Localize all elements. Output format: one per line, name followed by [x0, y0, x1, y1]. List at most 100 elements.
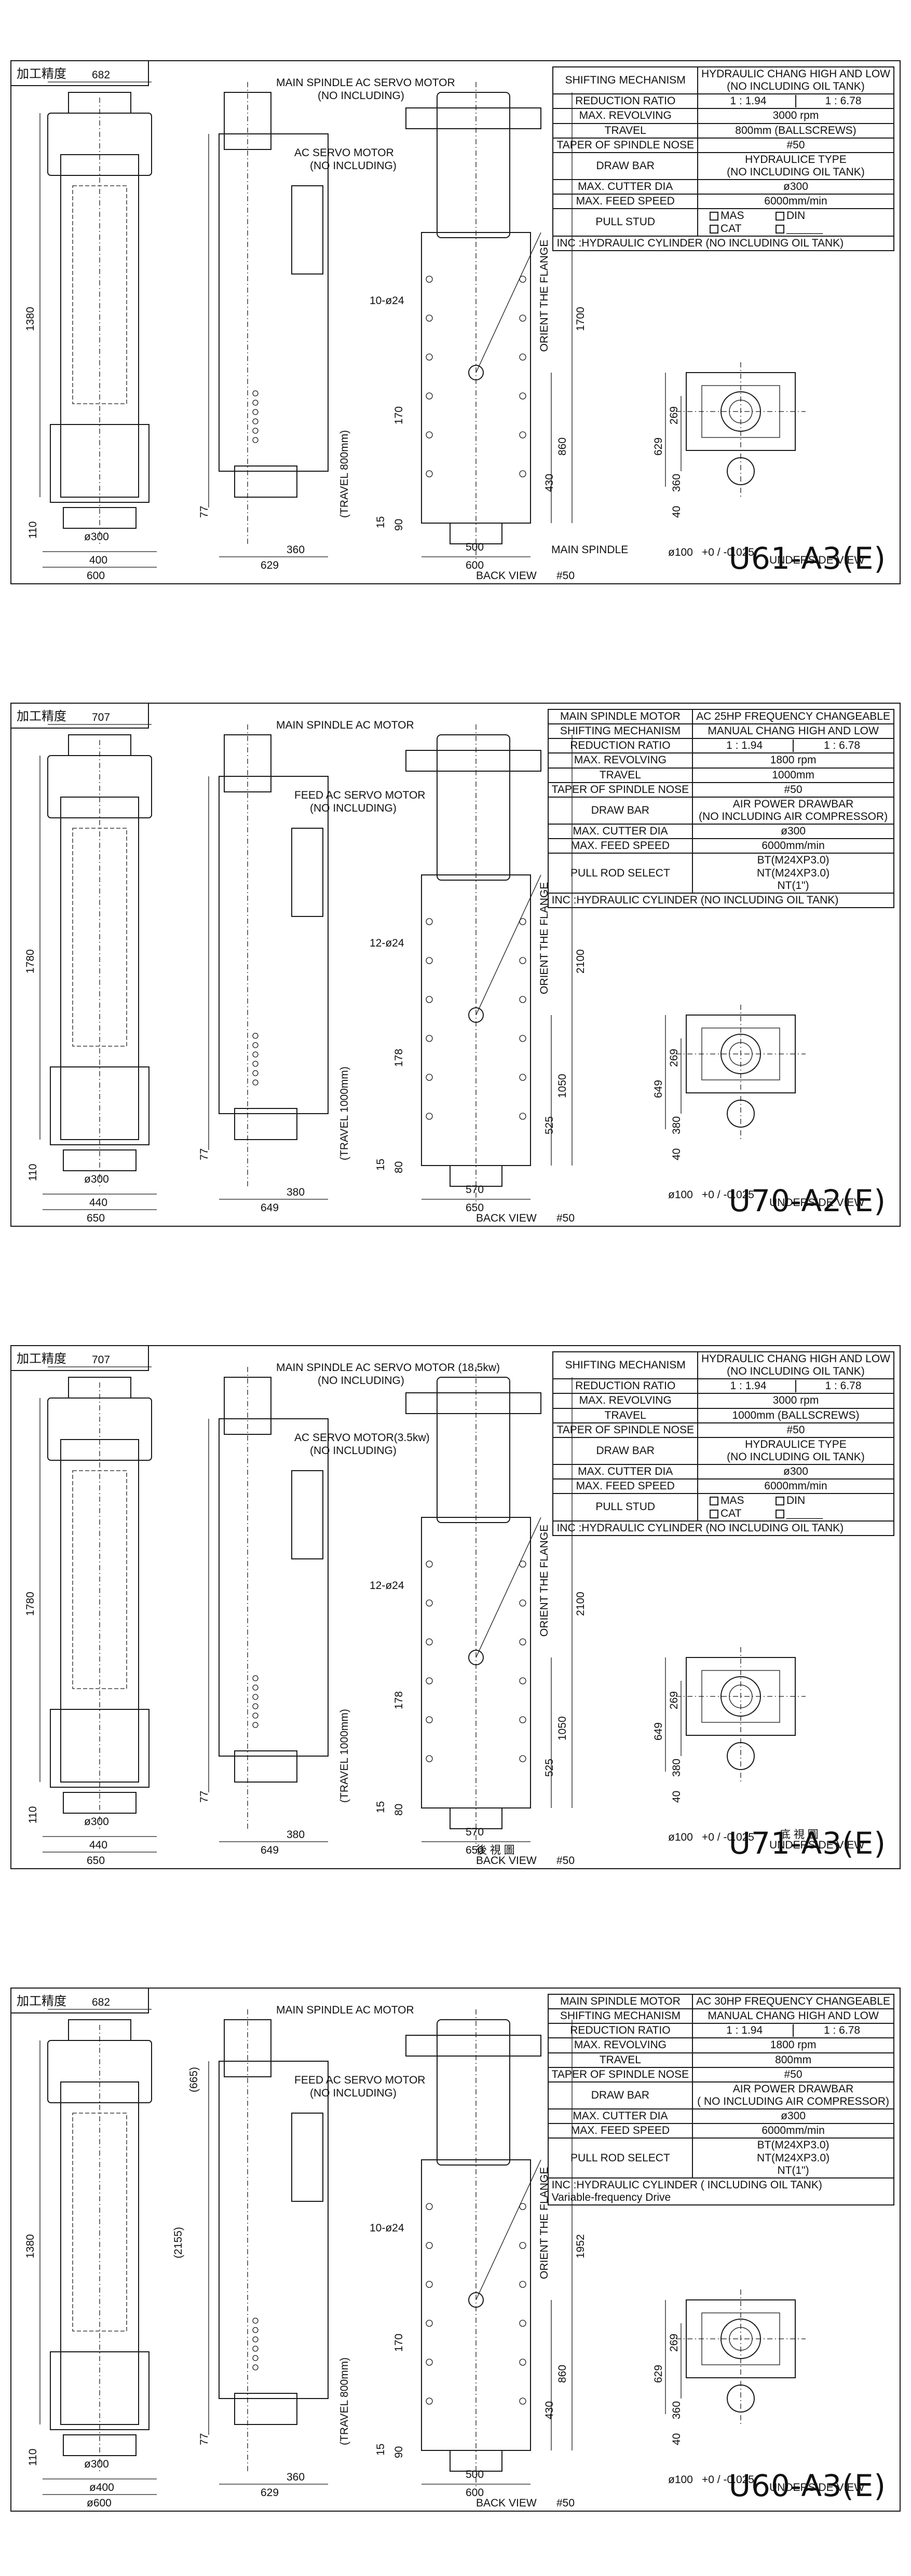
back-view-label: BACK VIEW — [476, 2497, 537, 2509]
spec-value: 3000 rpm — [697, 108, 895, 124]
spec-value-line: NT(M24XP3.0) — [757, 2152, 830, 2164]
spec-value: 3000 rpm — [697, 1393, 895, 1409]
spec-value-line: HYDRAULIC CHANG HIGH AND LOW — [701, 1353, 890, 1365]
holes-label: 10-ø24 — [370, 295, 404, 307]
spec-value-line: 1000mm — [772, 769, 814, 781]
servo-motor-label: FEED AC SERVO MOTOR — [294, 789, 426, 801]
spec-value: #50 — [692, 2066, 894, 2082]
dim-side-360: 380 — [287, 1186, 305, 1198]
spec-value: BT(M24XP3.0)NT(M24XP3.0)NT(1") — [692, 2137, 894, 2178]
front-view — [39, 724, 157, 1210]
spec-note-text: INC :HYDRAULIC CYLINDER (NO INCLUDING OI… — [556, 1522, 844, 1534]
head-drawing — [39, 81, 806, 568]
option-checkbox[interactable] — [775, 212, 784, 221]
dim-spindle-dia: ø300 — [84, 1173, 109, 1185]
option-label: ______ — [786, 1507, 823, 1519]
spec-label: MAX. FEED SPEED — [552, 1478, 698, 1495]
servo-motor-note: (NO INCLUDING) — [310, 1445, 397, 1457]
underside-view-label: UNDERSIDE VIEW — [769, 554, 865, 566]
spec-label: SHIFTING MECHANISM — [547, 723, 694, 739]
spec-value-line: AIR POWER DRAWBAR — [732, 798, 854, 810]
spec-value: 6000mm/min — [692, 838, 894, 854]
dim-under-360: 360 — [671, 473, 683, 492]
option-checkbox[interactable] — [709, 212, 718, 221]
dim-back-500: 500 — [466, 541, 484, 553]
spec-value: 1800 rpm — [692, 2037, 894, 2053]
spec-label: SHIFTING MECHANISM — [547, 2008, 694, 2024]
dim-main-height: 1380 — [24, 307, 36, 331]
underside-view-label: UNDERSIDE VIEW — [769, 1197, 865, 1209]
option-label: DIN — [786, 1495, 806, 1507]
spec-value: BT(M24XP3.0)NT(M24XP3.0)NT(1") — [692, 853, 894, 894]
spindle-nose-label: #50 — [556, 570, 575, 582]
dim-under-360: 380 — [671, 1758, 683, 1777]
back-view — [405, 82, 573, 559]
spec-note: INC :HYDRAULIC CYLINDER (NO INCLUDING OI… — [552, 1520, 894, 1536]
spec-label: REDUCTION RATIO — [552, 93, 698, 109]
spec-value-line: 6000mm/min — [762, 840, 825, 852]
spec-value: ø300 — [697, 1464, 895, 1480]
option-checkbox[interactable] — [775, 1497, 784, 1506]
spec-row: TAPER OF SPINDLE NOSE#50 — [547, 2066, 894, 2082]
spec-label: PULL ROD SELECT — [547, 853, 694, 894]
dim-h90: 90 — [393, 518, 405, 531]
option-label: MAS — [720, 210, 744, 222]
spec-value-line: HYDRAULICE TYPE — [745, 153, 847, 166]
spec-label: MAX. CUTTER DIA — [547, 824, 694, 840]
dim-h77: 77 — [198, 505, 210, 518]
spec-value: MAS DIN CAT ______ — [697, 1493, 895, 1522]
option-checkbox[interactable] — [775, 224, 784, 234]
spec-label: MAX. CUTTER DIA — [552, 1464, 698, 1480]
spec-value: MANUAL CHANG HIGH AND LOW — [692, 2008, 894, 2024]
spec-value-line: BT(M24XP3.0) — [757, 2139, 830, 2152]
spec-label: TAPER OF SPINDLE NOSE — [547, 2066, 694, 2082]
spec-value: HYDRAULIC CHANG HIGH AND LOW(NO INCLUDIN… — [697, 66, 895, 95]
dim-under-40: 40 — [671, 505, 683, 518]
spec-value: 1000mm — [692, 767, 894, 783]
spec-value: HYDRAULIC CHANG HIGH AND LOW(NO INCLUDIN… — [697, 1351, 895, 1380]
option-checkbox[interactable] — [709, 1497, 718, 1506]
spec-value-line: #50 — [784, 783, 803, 796]
model-number: U60-A3(E) — [728, 2468, 886, 2503]
spec-value: ø300 — [697, 179, 895, 195]
spec-value-line: 6000mm/min — [764, 1480, 827, 1492]
dim-side-629: 629 — [261, 559, 279, 571]
ratio-value: 1 : 1.94 — [726, 2024, 763, 2037]
spec-value-line: 1000mm (BALLSCREWS) — [732, 1409, 860, 1421]
spec-label: MAIN SPINDLE MOTOR — [547, 708, 694, 725]
option-label: CAT — [720, 1507, 742, 1519]
dim-under-40: 40 — [671, 1148, 683, 1160]
dim-h860: 1050 — [556, 1074, 568, 1098]
spec-value-line: BT(M24XP3.0) — [757, 854, 830, 867]
spec-value-line: 1800 rpm — [770, 2039, 817, 2051]
dim-top-width: 707 — [92, 711, 111, 723]
head-drawing — [39, 2009, 806, 2495]
ratio-value: 1 : 6.78 — [793, 2024, 890, 2037]
spec-label: MAX. CUTTER DIA — [547, 2108, 694, 2125]
back-view-cn-label: 後 視 圖 — [476, 1844, 515, 1856]
spec-value-line: MANUAL CHANG HIGH AND LOW — [708, 725, 879, 737]
spindle-nose-label: #50 — [556, 1855, 575, 1867]
underside-view — [665, 2290, 806, 2424]
dim-spindle-dia: ø300 — [84, 531, 109, 543]
spec-row: INC :HYDRAULIC CYLINDER (NO INCLUDING OI… — [552, 1520, 894, 1536]
model-number: U71-A3(E) — [728, 1826, 886, 1861]
dim-back-600: 650 — [466, 1844, 484, 1856]
option-checkbox[interactable] — [709, 224, 718, 234]
option-checkbox[interactable] — [709, 1509, 718, 1518]
spec-label: REDUCTION RATIO — [547, 738, 694, 754]
option-label: MAS — [720, 1495, 744, 1507]
spec-value-line: 3000 rpm — [772, 1394, 819, 1407]
option-checkbox[interactable] — [775, 1509, 784, 1518]
spec-value: 6000mm/min — [697, 194, 895, 210]
